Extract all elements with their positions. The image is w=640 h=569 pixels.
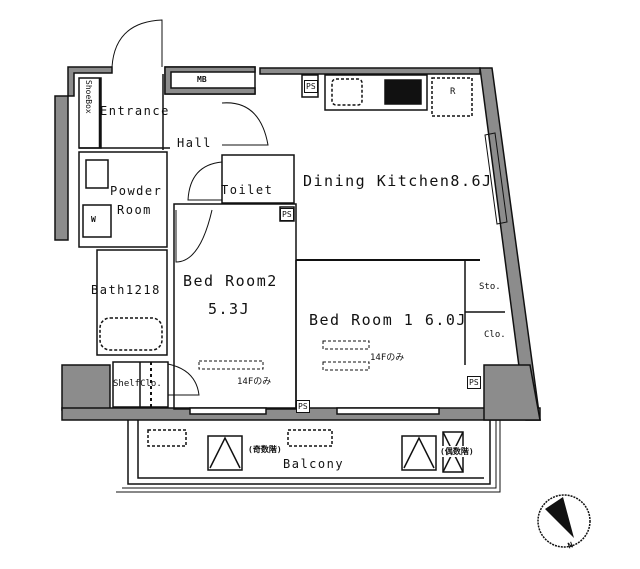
- bed-room-2-label: Bed Room2: [183, 272, 278, 290]
- balcony-odd-floors-note: (奇数階): [248, 445, 282, 454]
- storage-label: Sto.: [479, 282, 501, 292]
- refrigerator-mark: R: [450, 87, 456, 97]
- bath-label: Bath1218: [91, 283, 161, 297]
- balcony-even-floors-note: (偶数階): [440, 446, 474, 457]
- hall-label: Hall: [177, 136, 212, 150]
- powder-room-label-line1: Powder: [110, 184, 163, 198]
- dining-kitchen-label: Dining Kitchen8.6J: [303, 172, 493, 190]
- bed-room-1-label: Bed Room 1 6.0J: [309, 311, 467, 329]
- balcony-label: Balcony: [283, 457, 345, 471]
- exterior-walls: [54, 66, 541, 421]
- ps-label-bedroom: PS: [296, 400, 310, 413]
- entrance-label: Entrance: [100, 104, 170, 118]
- bed2-aircon-note: 14Fのみ: [237, 377, 272, 387]
- ps-label-corner: PS: [467, 376, 481, 389]
- bed1-aircon-note: 14Fのみ: [370, 353, 405, 363]
- ps-label-toilet: PS: [280, 208, 294, 221]
- powder-room-label-line2: Room: [117, 203, 152, 217]
- washer-mark: W: [91, 215, 96, 224]
- mb-label: MB: [197, 75, 207, 84]
- shelf-closet-label: ShelfClo.: [113, 379, 162, 389]
- interior-walls: [78, 19, 508, 493]
- bed-room-2-size: 5.3J: [208, 300, 251, 318]
- shoe-box-label: ShoeBox: [84, 80, 93, 114]
- closet-label: Clo.: [484, 330, 506, 340]
- compass-icon: [537, 494, 591, 548]
- ps-label-kitchen: PS: [304, 80, 318, 93]
- toilet-label: Toilet: [221, 183, 274, 197]
